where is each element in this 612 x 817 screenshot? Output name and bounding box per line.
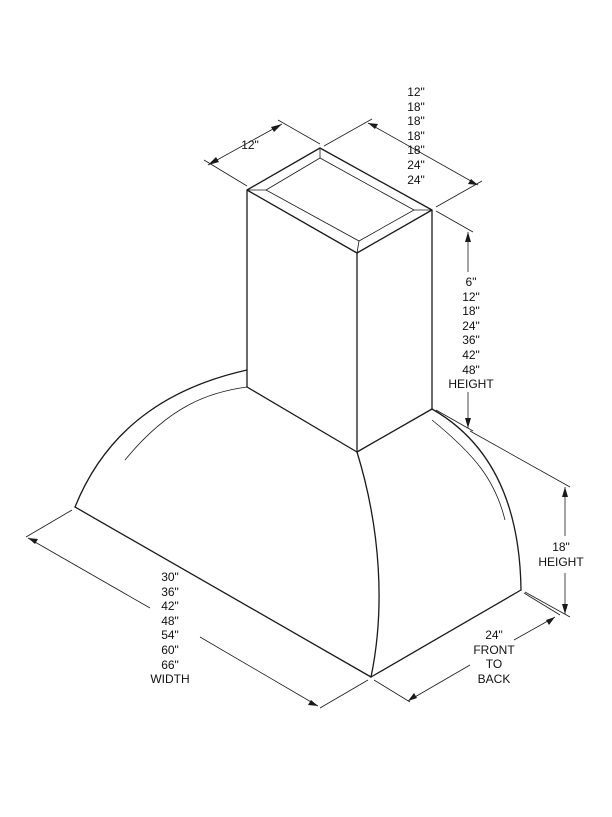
dimension-value: BACK <box>477 671 511 686</box>
chimney-top-cap <box>265 157 415 242</box>
label-top-depth: 12"18"18"18"18"24"24" <box>395 85 437 187</box>
dimension-value: 12" <box>462 289 480 304</box>
dimension-value: 30" <box>161 570 179 584</box>
dim-width <box>25 509 369 709</box>
dim-top-depth <box>323 118 483 208</box>
dimension-value: 12" <box>407 85 425 99</box>
dimension-value: 18" <box>552 540 570 554</box>
label-width: 30"36"42"48"54"60"66"WIDTH <box>140 570 200 687</box>
dim-top-width <box>203 119 321 187</box>
label-hood-height: 18"HEIGHT <box>530 540 592 569</box>
dimension-value: FRONT <box>473 642 515 657</box>
dimension-value: WIDTH <box>150 672 190 687</box>
dimension-value: 24" <box>407 157 425 172</box>
dimension-value: 48" <box>161 613 179 628</box>
dimension-value: 18" <box>407 128 425 143</box>
dimension-value: 42" <box>462 347 480 362</box>
dimension-value: 66" <box>161 657 179 672</box>
hood-front-seam <box>356 451 380 678</box>
dimension-value: 18" <box>407 143 425 158</box>
hood-right-arc <box>431 408 522 591</box>
dimension-value: 36" <box>161 584 179 599</box>
dimension-value: 36" <box>462 333 480 348</box>
dim-chimney-height <box>435 210 474 432</box>
dimension-value: HEIGHT <box>538 554 584 569</box>
dimension-value: 18" <box>407 99 425 114</box>
hood-side-bottom-edge <box>370 589 522 678</box>
dim-hood-height <box>469 430 571 618</box>
dimension-value: 60" <box>161 642 179 657</box>
dimension-value: 24" <box>485 628 503 642</box>
label-top-width: 12" <box>230 138 270 153</box>
chimney <box>246 147 433 453</box>
hood-body <box>74 369 522 678</box>
dim-front-to-back <box>373 592 561 703</box>
dimension-value: 24" <box>407 172 425 187</box>
dimension-value: 6" <box>465 275 477 289</box>
dimension-value: 18" <box>407 114 425 129</box>
dimension-value: 48" <box>462 362 480 377</box>
dimension-value: TO <box>485 657 503 672</box>
label-chimney-height: 6"12"18"24"36"42"48"HEIGHT <box>440 275 502 392</box>
hood-left-arc <box>74 369 248 508</box>
dimension-value: 24" <box>462 318 480 333</box>
dimension-value: 12" <box>241 138 259 152</box>
dimension-value: 18" <box>462 304 480 319</box>
hood-front-bottom-edge <box>74 506 372 678</box>
dimension-value: HEIGHT <box>448 377 494 392</box>
dimension-value: 54" <box>161 628 179 643</box>
dimension-value: 42" <box>161 599 179 614</box>
